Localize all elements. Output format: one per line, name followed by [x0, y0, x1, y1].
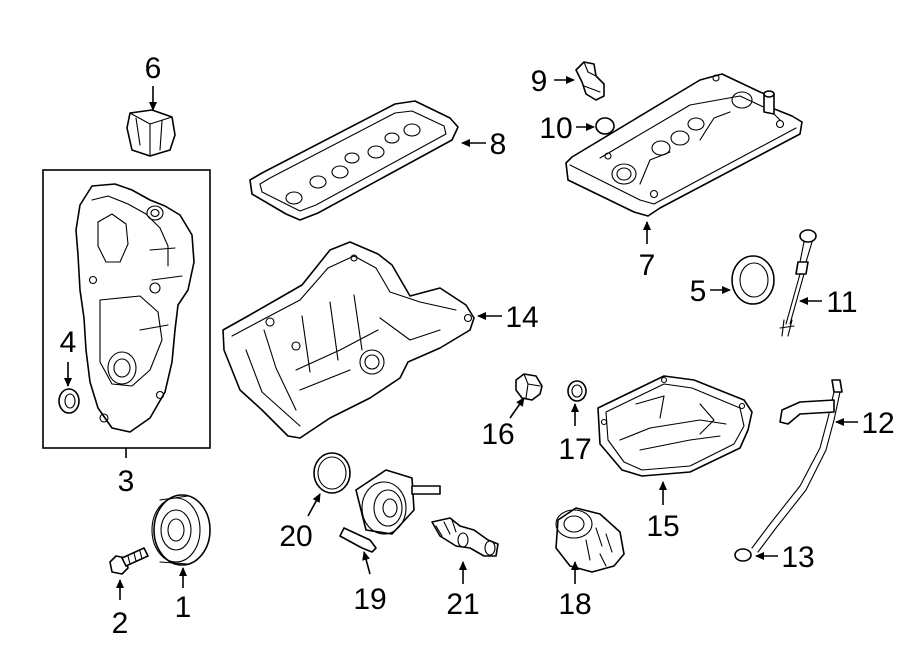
crank-pulley-part-1 — [151, 494, 211, 566]
callout-numbers: 1 2 3 4 5 6 7 8 9 10 11 12 13 14 15 16 1… — [60, 52, 895, 640]
callout-13: 13 — [781, 541, 814, 574]
washer-part-17 — [567, 380, 587, 402]
timing-cover-group-box — [42, 169, 211, 458]
valve-cover-part-7 — [565, 73, 803, 217]
seal-part-5 — [731, 255, 775, 305]
callout-16: 16 — [481, 418, 514, 451]
drain-plug-part-16 — [515, 373, 543, 401]
callout-19: 19 — [353, 583, 386, 616]
dipstick-tube-part-12 — [751, 379, 843, 553]
callout-3: 3 — [118, 465, 135, 498]
callout-5: 5 — [690, 275, 707, 308]
leader-arrows — [64, 76, 858, 600]
callout-10: 10 — [539, 112, 572, 145]
o-ring-part-13 — [734, 548, 752, 562]
upper-oil-pan-part-14 — [222, 241, 475, 439]
callout-20: 20 — [279, 520, 312, 553]
callout-17: 17 — [558, 433, 591, 466]
callout-2: 2 — [112, 607, 129, 640]
crank-bolt-part-2 — [109, 547, 149, 575]
timing-cover-part — [75, 183, 195, 433]
callout-18: 18 — [558, 588, 591, 621]
dipstick-part-11 — [779, 229, 817, 337]
callout-12: 12 — [861, 407, 894, 440]
o-ring-part-10 — [595, 117, 615, 135]
callout-9: 9 — [531, 65, 548, 98]
valve-cover-gasket-part-8 — [249, 100, 459, 221]
callout-14: 14 — [505, 301, 538, 334]
callout-4: 4 — [60, 326, 77, 359]
oil-cooler-part-19 — [339, 469, 441, 553]
callout-8: 8 — [490, 128, 507, 161]
oil-filler-cap-part-6 — [126, 109, 176, 157]
lower-oil-pan-part-15 — [597, 375, 753, 477]
callout-7: 7 — [639, 249, 656, 282]
callout-6: 6 — [145, 52, 162, 85]
o-ring-part-20 — [313, 452, 351, 494]
oil-filter-part-18 — [555, 507, 625, 573]
callout-11: 11 — [826, 286, 857, 319]
callout-21: 21 — [446, 588, 479, 621]
pcv-valve-part-9 — [575, 61, 605, 101]
callout-1: 1 — [175, 591, 192, 624]
seal-part-4 — [58, 388, 80, 414]
oil-cooler-bolt-part-21 — [431, 517, 499, 557]
callout-15: 15 — [646, 510, 679, 543]
